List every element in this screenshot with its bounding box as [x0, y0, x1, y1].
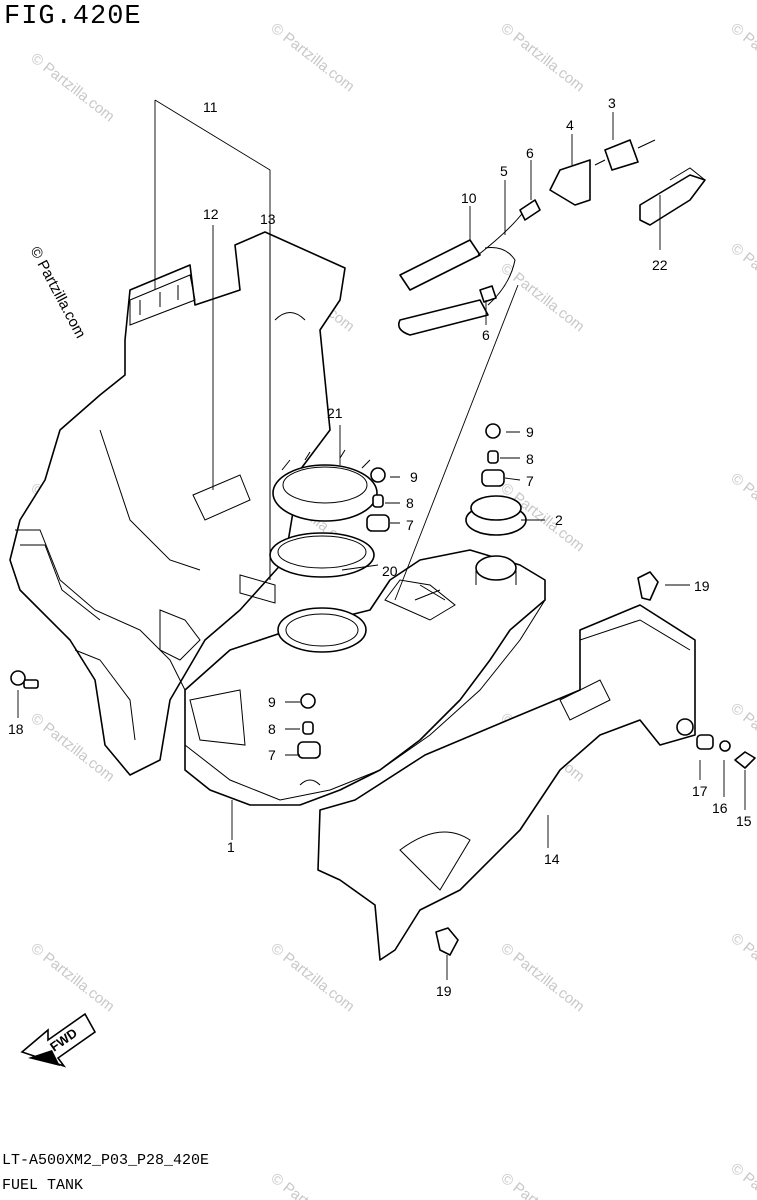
watermark-5: © Partzilla.com — [498, 260, 588, 336]
figure-title: FIG.420E — [4, 2, 142, 32]
fuel-pump-ring-assembly — [269, 449, 378, 653]
mount-hardware — [696, 734, 756, 769]
callout-8a: 8 — [526, 451, 534, 467]
watermark-4: © Partzilla.com — [728, 20, 757, 96]
fastener-set-bottom — [297, 693, 321, 759]
right-side-cover — [317, 604, 696, 961]
callout-7b: 7 — [406, 517, 414, 533]
clip-19-lower — [435, 927, 459, 956]
diagram-code: LT-A500XM2_P03_P28_420E — [2, 1152, 210, 1169]
callout-17: 17 — [692, 783, 708, 799]
callout-19b: 19 — [436, 983, 452, 999]
watermark-22: © Partzilla.com — [728, 1160, 757, 1200]
callout-13: 13 — [260, 211, 276, 227]
callout-9b: 9 — [410, 469, 418, 485]
watermark-20: © Partzilla.com — [268, 1170, 358, 1200]
callout-20: 20 — [382, 563, 398, 579]
clip-19-upper — [637, 571, 659, 601]
callout-5: 5 — [500, 163, 508, 179]
callout-4: 4 — [566, 117, 574, 133]
watermark-1: © Partzilla.com — [268, 20, 358, 96]
leader-lines — [17, 99, 746, 980]
callout-12: 12 — [203, 206, 219, 222]
callout-18: 18 — [8, 721, 24, 737]
watermark-7: © Partzilla.com — [728, 240, 757, 316]
diagram-name: FUEL TANK — [2, 1177, 84, 1194]
callout-8c: 8 — [268, 721, 276, 737]
callout-7a: 7 — [526, 473, 534, 489]
callout-9c: 9 — [268, 694, 276, 710]
callout-7c: 7 — [268, 747, 276, 763]
callout-labels: 1 2 3 4 5 6 6 7 7 7 8 8 8 9 9 9 10 11 12… — [8, 95, 752, 999]
watermark-18: © Partzilla.com — [498, 940, 588, 1016]
fastener-set-left — [366, 467, 390, 532]
callout-9a: 9 — [526, 424, 534, 440]
left-side-cover — [9, 231, 346, 776]
callout-16: 16 — [712, 800, 728, 816]
callout-21: 21 — [327, 405, 343, 421]
watermark-19: © Partzilla.com — [728, 930, 757, 1006]
callout-6a: 6 — [526, 145, 534, 161]
bolt-18 — [10, 670, 39, 689]
watermark-16: © Partzilla.com — [28, 940, 118, 1016]
watermark-3: © Partzilla.com — [28, 50, 118, 126]
callout-1: 1 — [227, 839, 235, 855]
callout-11: 11 — [203, 99, 218, 115]
callout-10: 10 — [461, 190, 477, 206]
breather-hose-assembly — [397, 139, 706, 336]
callout-2: 2 — [555, 512, 563, 528]
side-watermark: © Partzilla.com — [26, 244, 88, 341]
callout-8b: 8 — [406, 495, 414, 511]
callout-22: 22 — [652, 257, 668, 273]
fastener-set-top — [481, 423, 505, 487]
forward-direction-arrow: FWD — [20, 1012, 97, 1068]
callout-15: 15 — [736, 813, 752, 829]
watermark-10: © Partzilla.com — [728, 470, 757, 546]
callout-19a: 19 — [694, 578, 710, 594]
callout-6b: 6 — [482, 327, 490, 343]
watermark-2: © Partzilla.com — [498, 20, 588, 96]
watermark-17: © Partzilla.com — [268, 940, 358, 1016]
watermark-21: © Partzilla.com — [498, 1170, 588, 1200]
callout-14: 14 — [544, 851, 560, 867]
fuel-cap — [465, 495, 527, 585]
callout-3: 3 — [608, 95, 616, 111]
